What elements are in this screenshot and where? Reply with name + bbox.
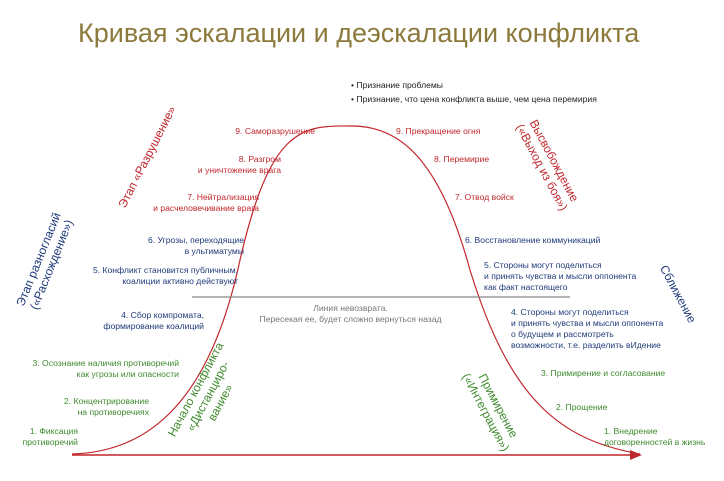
step-text: коалиции активно действуют [122, 276, 238, 286]
no-return-caption: Линия невозврата. Пересекая ее, будет сл… [248, 303, 453, 325]
escalation-step-9: 9. Саморазрушение [235, 126, 315, 137]
deescalation-step-2: 2. Прощение [556, 402, 607, 413]
escalation-step-1: 1. Фиксация противоречий [23, 426, 78, 448]
step-text: формирование коалиций [103, 321, 204, 331]
step-text: 3. Примирение и согласование [541, 368, 666, 378]
deescalation-step-5: 5. Стороны могут поделиться и принять чу… [484, 260, 636, 293]
step-text: 9. Прекращение огня [396, 126, 481, 136]
axis-arrow-head [630, 450, 642, 460]
escalation-step-7: 7. Нейтрализация и расчеловечивание враг… [153, 192, 259, 214]
escalation-step-2: 2. Концентрирование на противоречиях [64, 396, 149, 418]
step-text: и уничтожение врага [197, 165, 281, 175]
escalation-step-5: 5. Конфликт становится публичным, коалиц… [93, 265, 238, 287]
page-title: Кривая эскалации и деэскалации конфликта [78, 18, 640, 48]
step-text: 8. Разгром [238, 154, 281, 164]
step-text: 1. Фиксация [29, 426, 78, 436]
escalation-step-8: 8. Разгром и уничтожение врага [198, 154, 281, 176]
step-text: и расчеловечивание врага [153, 203, 259, 213]
step-text: противоречий [22, 437, 78, 447]
step-text: в ультиматумы [184, 246, 244, 256]
deescalation-step-6: 6. Восстановление коммуникаций [465, 235, 600, 246]
deescalation-step-8: 8. Перемирие [434, 154, 489, 165]
escalation-step-6: 6. Угрозы, переходящие в ультиматумы [148, 235, 244, 257]
step-text: 2. Концентрирование [63, 396, 149, 406]
deescalation-step-1: 1. Внедрение договоренностей в жизнь [604, 426, 705, 448]
note-cost-recognition: • Признание, что цена конфликта выше, че… [351, 94, 597, 104]
escalation-curve [71, 125, 641, 455]
deescalation-step-4: 4. Стороны могут поделиться и принять чу… [511, 307, 663, 351]
step-text: как угрозы или опасности [76, 369, 179, 379]
escalation-step-3: 3. Осознание наличия противоречий как уг… [32, 358, 179, 380]
step-text: на противоречиях [77, 407, 149, 417]
deescalation-step-3: 3. Примирение и согласование [541, 368, 665, 379]
no-return-line1: Линия невозврата. [313, 303, 388, 313]
step-text: 3. Осознание наличия противоречий [32, 358, 179, 368]
step-text: и принять чувства и мысли оппонента [511, 318, 664, 328]
step-text: 5. Конфликт становится публичным, [92, 265, 238, 275]
step-text: 7. Отвод войск [455, 192, 514, 202]
step-text: как факт настоящего [484, 282, 568, 292]
step-text: возможности, т.е. разделить вИдение [511, 340, 661, 350]
step-text: и принять чувства и мысли оппонента [484, 271, 637, 281]
step-text: 8. Перемирие [434, 154, 490, 164]
note-problem-recognition: • Признание проблемы [351, 80, 443, 90]
escalation-step-4: 4. Сбор компромата, формирование коалици… [103, 310, 204, 332]
step-text: 7. Нейтрализация [187, 192, 259, 202]
deescalation-step-7: 7. Отвод войск [455, 192, 514, 203]
step-text: о будущем и рассмотреть [511, 329, 614, 339]
step-text: 2. Прощение [556, 402, 608, 412]
step-text: 6. Угрозы, переходящие [147, 235, 244, 245]
step-text: 9. Саморазрушение [235, 126, 315, 136]
step-text: договоренностей в жизнь [604, 437, 706, 447]
step-text: 4. Сбор компромата, [121, 310, 204, 320]
step-text: 4. Стороны могут поделиться [511, 307, 629, 317]
step-text: 1. Внедрение [604, 426, 658, 436]
no-return-line2: Пересекая ее, будет сложно вернуться наз… [259, 314, 442, 324]
step-text: 6. Восстановление коммуникаций [465, 235, 601, 245]
deescalation-step-9: 9. Прекращение огня [396, 126, 480, 137]
step-text: 5. Стороны могут поделиться [484, 260, 602, 270]
